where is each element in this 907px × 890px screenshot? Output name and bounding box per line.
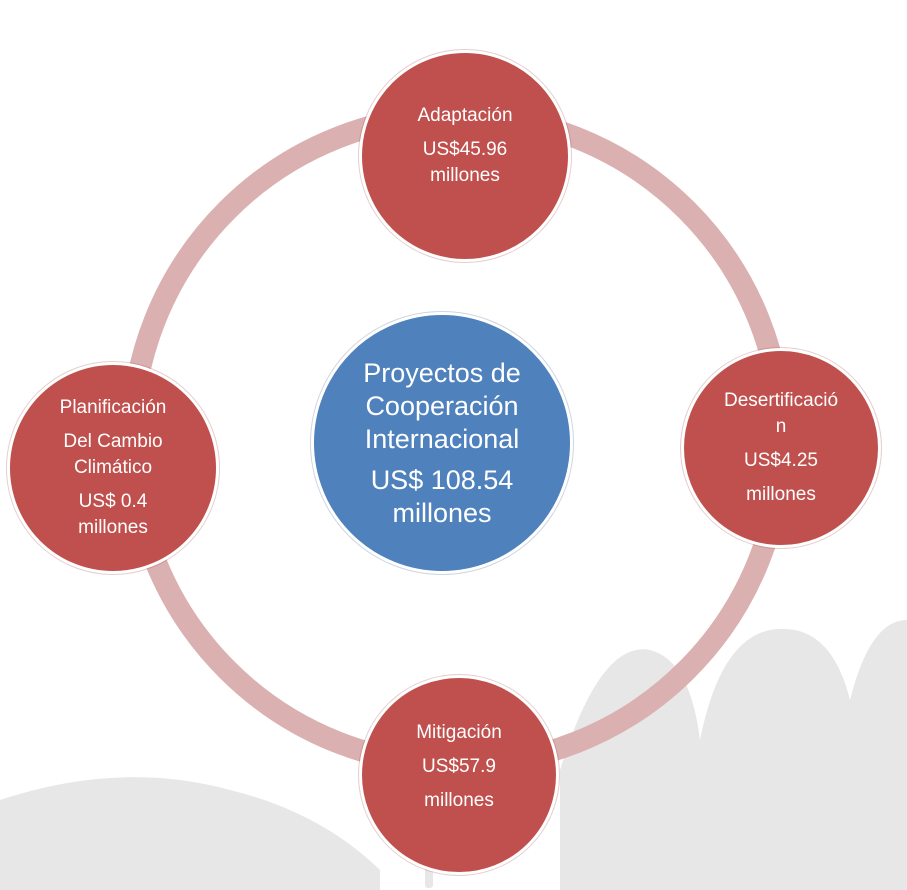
node-mitigacion-name: Mitigación [416,722,502,743]
node-desertificacion-amount: US$4.25 [744,450,818,471]
person-figure-2 [210,835,220,875]
node-adaptacion: Adaptación US$45.96 millones [359,50,571,262]
node-planificacion-unit: millones [78,517,148,538]
building-bars [820,820,907,890]
node-planificacion-name-line3: Climático [73,457,153,478]
node-mitigacion-amount: US$57.9 [422,756,496,777]
node-adaptacion-name: Adaptación [417,105,513,126]
hill-left [0,777,380,890]
node-desertificacion-name-line1: Desertificació [723,390,839,411]
node-desertificacion: Desertificació n US$4.25 millones [681,348,881,548]
person-figure-1 [20,820,30,860]
node-planificacion-name-line1: Planificación [59,397,167,418]
tree-crown [160,788,200,828]
node-mitigacion-unit: millones [424,790,494,811]
center-amount: US$ 108.54 [370,464,514,495]
tree-trunk [176,825,184,847]
node-planificacion-name-line2: Del Cambio [63,431,163,452]
node-planificacion-amount: US$ 0.4 [78,491,148,512]
node-planificacion: Planificación Del Cambio Climático US$ 0… [7,362,219,574]
center-node: Proyectos de Cooperación Internacional U… [311,312,573,574]
node-mitigacion: Mitigación US$57.9 millones [359,675,559,875]
landscape-illustration [0,620,907,890]
center-title-line3: Internacional [364,423,520,454]
center-title-line2: Cooperación [365,390,519,421]
center-title-line1: Proyectos de [363,357,521,388]
node-desertificacion-unit: millones [746,484,816,505]
node-adaptacion-amount: US$45.96 [422,139,508,160]
node-adaptacion-unit: millones [430,165,500,186]
center-unit: millones [392,497,492,528]
node-desertificacion-name-line2: n [775,416,787,437]
